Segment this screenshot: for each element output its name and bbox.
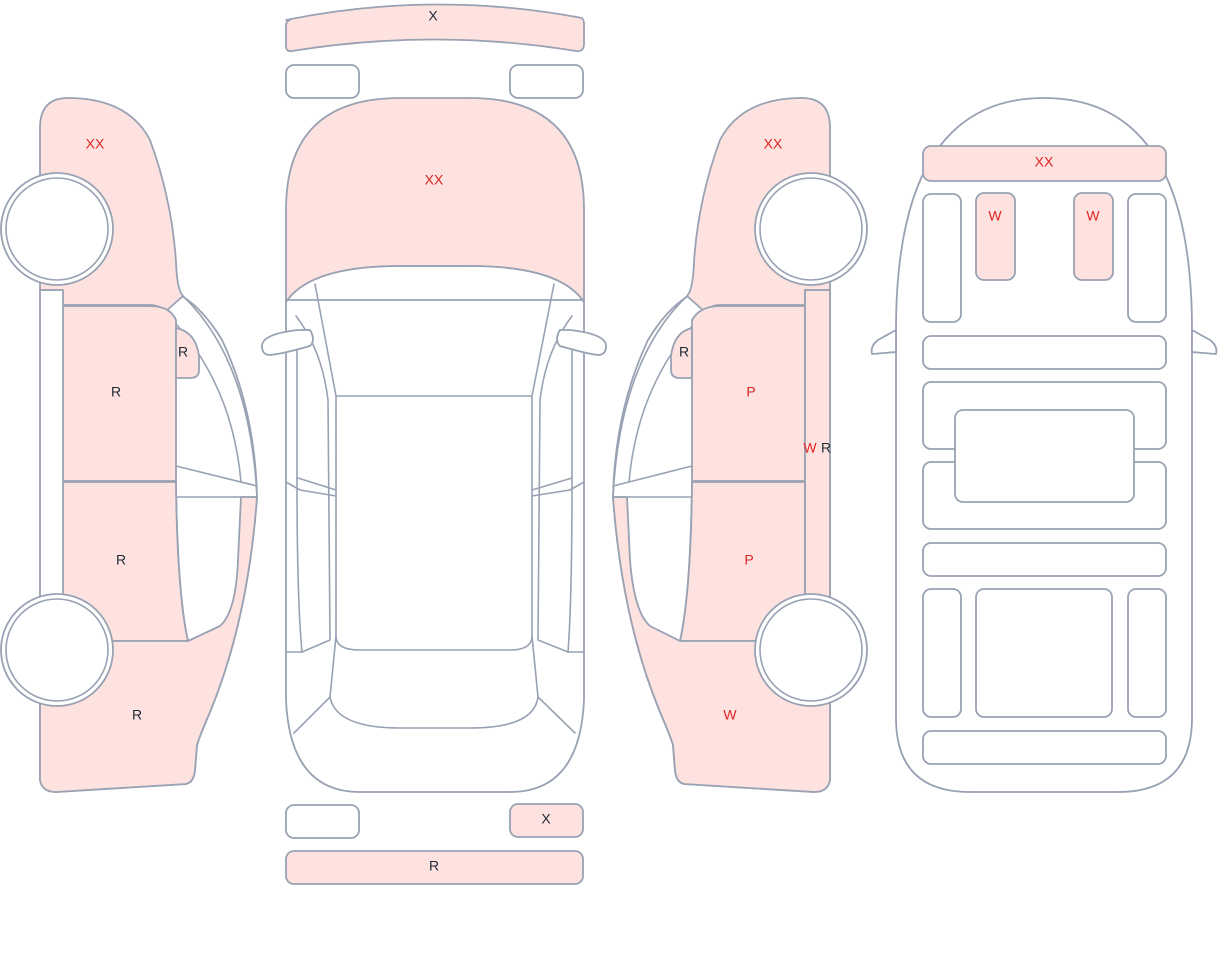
- label-left-front-door: R: [111, 384, 121, 400]
- top-side-pillars: [295, 315, 573, 653]
- interior-front-right-door: [1127, 193, 1167, 323]
- top-cabin-outline: [314, 283, 555, 651]
- label-right-rear-door: P: [744, 552, 753, 568]
- left-window-frame: [175, 465, 258, 642]
- top-front-left-light: [285, 64, 360, 99]
- interior-rear-right-door: [1127, 588, 1167, 718]
- label-top-hood: XX: [425, 172, 444, 188]
- top-view: [261, 3, 607, 885]
- right-front-wheel: [754, 172, 868, 286]
- label-interior-seat-left: W: [988, 208, 1002, 224]
- label-right-front-door: P: [746, 384, 755, 400]
- damage-labels: XX R R R R X XX X R XX R P W R P W XX W …: [86, 8, 1101, 874]
- interior-console: [954, 409, 1135, 503]
- interior-dashboard[interactable]: [922, 145, 1167, 182]
- right-window-frame: [612, 465, 693, 642]
- label-right-front-fender: XX: [764, 136, 783, 152]
- label-left-front-fender: XX: [86, 136, 105, 152]
- top-hood[interactable]: [285, 97, 585, 303]
- label-right-mirror: R: [679, 344, 689, 360]
- interior-right-mirror: [1191, 329, 1218, 355]
- left-mirror[interactable]: [175, 327, 200, 379]
- interior-rear-left-door: [922, 588, 962, 718]
- label-right-sill-a: W: [803, 440, 817, 456]
- interior-rear-bar: [922, 542, 1167, 577]
- right-side-view: [612, 97, 868, 793]
- left-rear-quarter[interactable]: [39, 496, 258, 793]
- label-interior-seat-right: W: [1086, 208, 1100, 224]
- left-front-wheel: [0, 172, 114, 286]
- left-rear-wheel-rim: [5, 598, 109, 702]
- label-right-rear-quarter: W: [723, 707, 737, 723]
- left-side-view: [0, 97, 258, 793]
- label-left-rear-quarter: R: [132, 707, 142, 723]
- top-rear-left-light: [285, 804, 360, 839]
- label-right-sill-b: R: [821, 440, 831, 456]
- interior-middle-bar: [922, 335, 1167, 370]
- top-b-pillars: [285, 477, 585, 497]
- label-left-rear-door: R: [116, 552, 126, 568]
- left-front-wheel-rim: [5, 177, 109, 281]
- left-front-door[interactable]: [62, 305, 177, 482]
- top-front-right-light: [509, 64, 584, 99]
- interior-seat-right[interactable]: [1073, 192, 1114, 281]
- top-windshield: [285, 265, 585, 303]
- top-car-body: [285, 299, 585, 793]
- top-rear-glass: [285, 635, 585, 734]
- interior-trunk: [975, 588, 1113, 718]
- interior-view: [870, 97, 1218, 793]
- right-front-door[interactable]: [691, 305, 806, 482]
- right-rear-quarter[interactable]: [612, 496, 831, 793]
- label-top-rear-bumper: R: [429, 858, 439, 874]
- top-rear-right-light[interactable]: [509, 803, 584, 838]
- top-right-mirror: [556, 329, 607, 356]
- interior-tailgate: [922, 730, 1167, 765]
- top-front-bumper[interactable]: [285, 3, 585, 53]
- right-front-wheel-rim: [759, 177, 863, 281]
- label-top-front-bumper: X: [428, 8, 438, 24]
- label-top-rear-right-light: X: [541, 811, 551, 827]
- right-rear-wheel: [754, 593, 868, 707]
- interior-left-mirror: [870, 329, 897, 355]
- interior-seat-left[interactable]: [975, 192, 1016, 281]
- top-rear-bumper[interactable]: [285, 850, 584, 885]
- label-interior-dashboard: XX: [1035, 154, 1054, 170]
- interior-front-left-door: [922, 193, 962, 323]
- right-rear-wheel-rim: [759, 598, 863, 702]
- left-rear-wheel: [0, 593, 114, 707]
- right-mirror[interactable]: [670, 327, 693, 379]
- top-left-mirror: [261, 329, 314, 356]
- label-left-mirror: R: [178, 344, 188, 360]
